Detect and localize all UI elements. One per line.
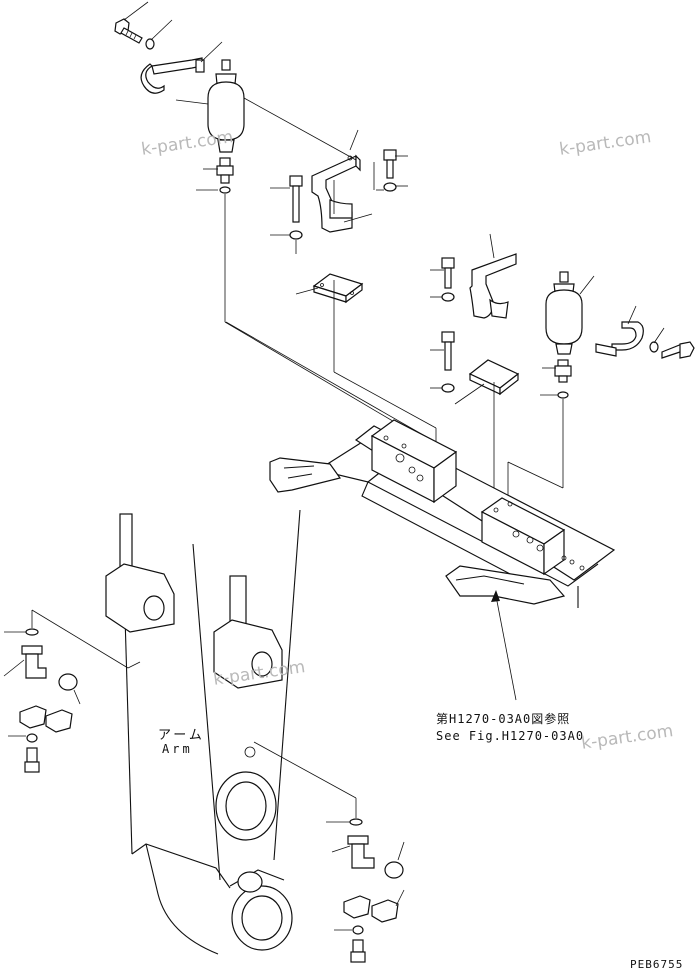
plate-icon [468,359,520,396]
arm-label-en: Arm [162,742,193,756]
washer-icon [352,925,364,935]
o-ring-icon [557,391,569,399]
bolt-icon [350,939,366,963]
bolt-icon [383,149,397,179]
fitting-icon [554,359,572,383]
bracket-icon [311,154,361,233]
clamp-icon [140,57,205,94]
washer-icon [289,230,303,240]
reference-label-en: See Fig.H1270-03A0 [436,729,585,743]
split-flange-icon [19,705,73,733]
boom-structure [269,419,616,608]
bolt-icon [661,341,695,359]
washer-icon [145,38,155,50]
bolt-icon [114,18,143,44]
bolt-icon [24,747,40,773]
plate-icon [312,273,364,304]
washer-icon [441,383,455,393]
bolt-icon [441,331,455,371]
o-ring-icon [219,186,231,194]
washer-icon [649,341,659,353]
split-flange-icon [343,895,399,923]
arm-label-jp: アーム [158,728,205,743]
elbow-icon [21,645,47,679]
arm-structure [105,509,301,955]
elbow-icon [347,835,375,869]
cap-icon [58,673,78,691]
washer-icon [383,182,397,192]
washer-icon [26,733,38,743]
washer-icon [441,292,455,302]
accumulator-icon [207,59,245,153]
o-ring-icon [349,818,363,826]
o-ring-icon [25,628,39,636]
reference-label-jp: 第H1270-03A0図参照 [436,712,571,726]
cap-icon [384,861,404,879]
bolt-icon [289,175,303,223]
figure-code: PEB6755 [630,958,684,971]
fitting-icon [216,157,234,184]
clamp-icon [595,321,644,357]
bracket-icon [469,253,517,319]
accumulator-icon [545,271,583,355]
bolt-icon [441,257,455,289]
